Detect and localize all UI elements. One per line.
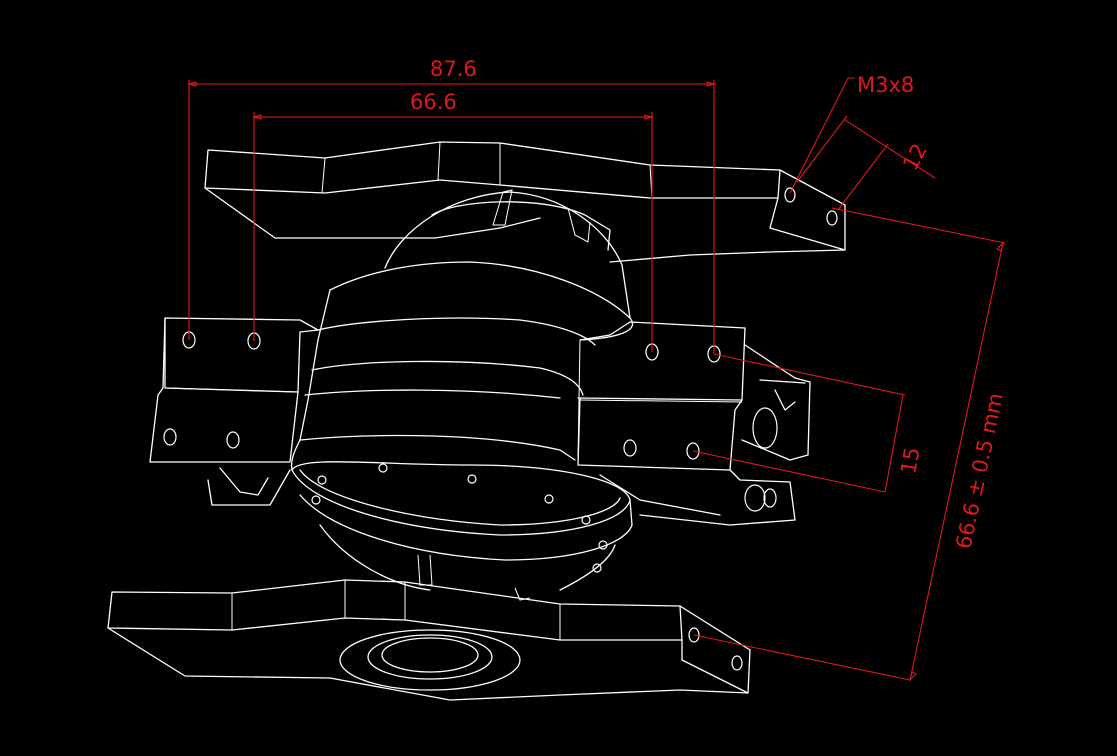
side-hole-spacing-label: 15 xyxy=(896,445,924,475)
dim-inner-hole-spacing: 66.6 xyxy=(251,90,655,352)
dim-side-hole-spacing: 15 xyxy=(692,353,925,493)
dim-outer-hole-spacing-label: 87.6 xyxy=(430,57,477,81)
dim-outer-hole-spacing: 87.6 xyxy=(186,57,717,354)
bottom-base-plate xyxy=(107,579,751,701)
plate-spacing-label: 66.6 ± 0.5 mm xyxy=(951,391,1007,551)
dim-plate-spacing: 66.6 ± 0.5 mm xyxy=(693,207,1008,682)
motor-lower-flange xyxy=(291,461,633,601)
right-clamp-block xyxy=(577,321,811,526)
top-bracket-plate xyxy=(204,141,846,263)
motor-upper-dome xyxy=(384,189,631,319)
motor-body xyxy=(290,261,633,471)
dim-inner-hole-spacing-label: 66.6 xyxy=(410,90,457,114)
screw-callout-label: M3x8 xyxy=(857,73,914,97)
dim-screw-callout: M3x8 12 xyxy=(789,73,936,211)
left-clamp-block xyxy=(149,317,319,506)
screw-offset-label: 12 xyxy=(898,139,932,174)
